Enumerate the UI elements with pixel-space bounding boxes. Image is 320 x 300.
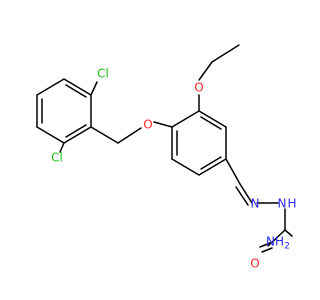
hydrogen-label: H	[287, 197, 296, 211]
oxygen-label: O	[143, 118, 152, 132]
bond	[211, 44, 240, 63]
bond	[63, 126, 92, 144]
bond	[198, 158, 227, 176]
bond	[198, 110, 227, 128]
bond-c-cl	[59, 142, 65, 153]
amine-subscript-label: 2	[284, 242, 290, 252]
bond	[36, 78, 65, 96]
oxygen-label: O	[250, 257, 259, 271]
bond	[153, 121, 173, 128]
bond	[117, 127, 142, 144]
bond	[171, 110, 200, 128]
bond-c-cl	[90, 81, 98, 96]
chlorine-label: Cl	[97, 67, 109, 81]
bond	[36, 126, 65, 144]
bond-double	[235, 186, 249, 206]
bond-double-inner	[200, 116, 222, 130]
oxygen-label: O	[194, 81, 203, 95]
nitrogen-label: N	[251, 197, 260, 211]
bond-double	[239, 183, 253, 204]
atom-labels: Cl Cl O O N N H NH 2 O	[51, 67, 296, 271]
bond	[198, 61, 213, 81]
nitrogen-label: N	[278, 197, 287, 211]
bond-double-inner	[65, 84, 87, 98]
chlorine-label: Cl	[51, 151, 63, 165]
bond	[284, 229, 293, 237]
bond-double	[261, 247, 273, 253]
bond	[90, 126, 119, 144]
amine-label: NH	[266, 235, 284, 249]
bond-double	[259, 242, 271, 248]
ethoxyphenyl-ring	[171, 110, 227, 176]
bond	[267, 229, 286, 247]
molecule-structure-diagram: Cl Cl O O N N H NH 2 O	[36, 44, 297, 271]
bond	[171, 158, 200, 176]
bond	[225, 158, 241, 185]
bond	[63, 78, 92, 96]
dichlorophenyl-ring	[36, 78, 92, 144]
bond-double-inner	[200, 156, 222, 170]
bond-double-inner	[65, 124, 87, 138]
